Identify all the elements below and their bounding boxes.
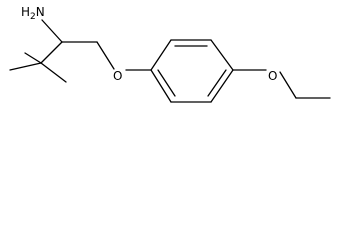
amine-label: H2N [21,5,45,22]
amine-subscript: 2 [30,12,36,22]
bond-c1-oxygen [96,41,115,70]
bond-ring-4 [210,69,234,103]
amine-h-text: H [21,5,30,19]
bond-c3-methyl-left [9,62,42,71]
bond-c3-methyl-down [40,62,67,83]
bond-layer [9,19,331,103]
amine-n-text: N [36,5,45,19]
bond-ring-6 [150,69,172,103]
ether-oxygen-aryl-label: O [113,69,122,83]
molecule-structure: H2N O O [9,5,331,103]
bond-oxygen-ethyl [279,71,297,99]
bond-ring-1 [150,39,172,71]
bond-ring-inner-3 [157,69,176,97]
bond-ring-inner-2 [207,69,227,97]
bond-ring-3 [210,39,234,71]
bond-c3-methyl-top [24,52,42,64]
bond-c2-c3 [40,41,63,64]
ether-oxygen-ethyl-label: O [268,69,277,83]
label-layer: H2N O O [21,5,277,83]
bond-c2-amine [41,19,63,43]
